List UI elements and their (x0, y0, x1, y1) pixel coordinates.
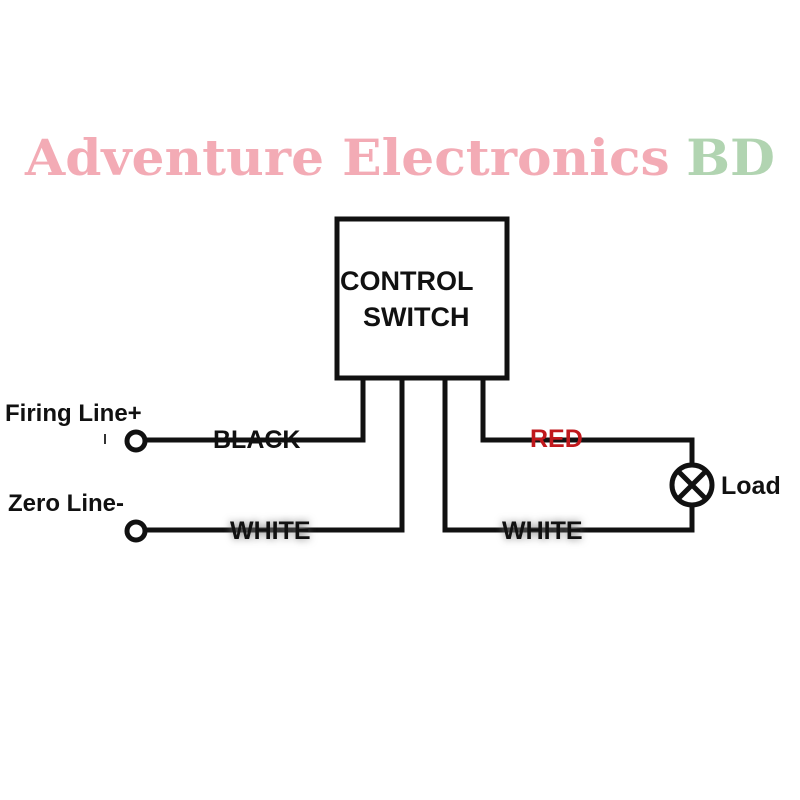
switch-label-line2: SWITCH (363, 302, 469, 332)
white-wire-right-label: WHITE (502, 517, 583, 545)
white-wire-left-label: WHITE (230, 517, 311, 545)
red-wire-label: RED (530, 425, 583, 453)
firing-line-label: Firing Line+ (5, 400, 142, 427)
lamp-icon (669, 462, 715, 508)
zero-terminal (124, 519, 148, 543)
load-label: Load (721, 472, 781, 500)
zero-line-label: Zero Line- (8, 490, 124, 517)
control-switch-box (334, 216, 510, 381)
black-wire-label: BLACK (213, 426, 301, 454)
white-wire-left (145, 378, 405, 533)
switch-label-line1: CONTROL (340, 266, 473, 296)
white-wire-right (442, 378, 695, 533)
firing-terminal (124, 429, 148, 453)
black-wire (145, 378, 366, 443)
red-wire (480, 378, 695, 464)
